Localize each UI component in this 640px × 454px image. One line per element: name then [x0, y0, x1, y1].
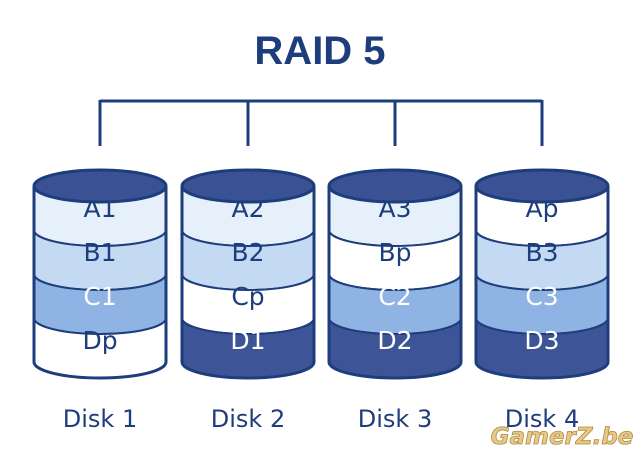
disk-label: Disk 2	[211, 405, 285, 433]
cylinder-bottom-rim	[327, 361, 463, 380]
data-block-label: C3	[525, 282, 558, 311]
cylinder-bottom-rim	[32, 361, 168, 380]
cylinder-top-cap	[474, 168, 610, 204]
disk-label: Disk 4	[505, 405, 579, 433]
data-block-label: B1	[83, 238, 116, 267]
disk-label: Disk 3	[358, 405, 432, 433]
cylinder-top-cap	[180, 168, 316, 204]
data-block-label: C1	[83, 282, 116, 311]
data-block-label: Cp	[231, 282, 264, 311]
cylinder-bottom-rim	[474, 361, 610, 380]
watermark: GamerZ.be	[491, 424, 634, 450]
data-block-label: B2	[231, 238, 264, 267]
data-block-label: D2	[377, 326, 412, 355]
diagram-title: RAID 5	[254, 29, 385, 73]
controller-bus	[98, 99, 544, 146]
data-block-label: D3	[524, 326, 559, 355]
disk-label: Disk 1	[63, 405, 137, 433]
cylinder-top-cap	[327, 168, 463, 204]
data-block-label: Dp	[82, 326, 117, 355]
data-block-label: D1	[230, 326, 265, 355]
data-block-label: Bp	[378, 238, 411, 267]
cylinder-top-cap	[32, 168, 168, 204]
data-block-label: C2	[378, 282, 411, 311]
data-block-label: B3	[525, 238, 558, 267]
cylinder-bottom-rim	[180, 361, 316, 380]
